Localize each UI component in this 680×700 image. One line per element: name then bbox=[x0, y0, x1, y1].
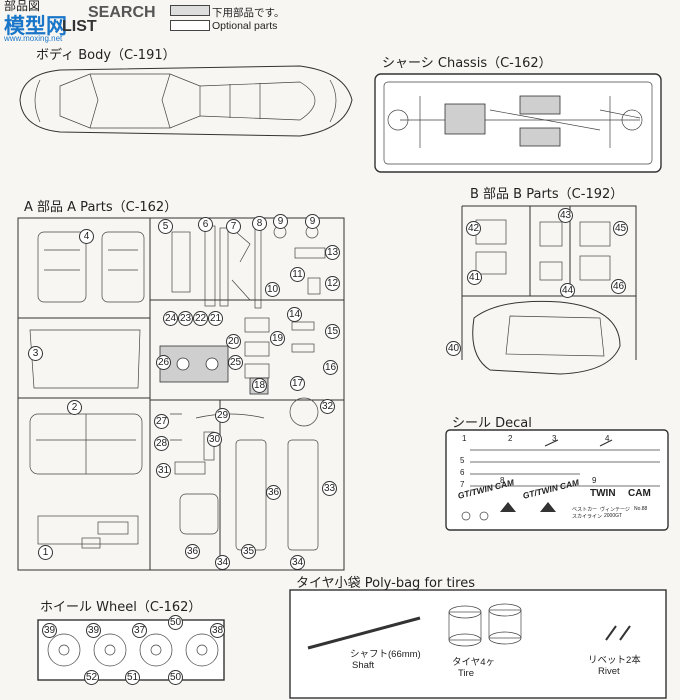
part-number: 4 bbox=[79, 229, 94, 244]
part-number: 46 bbox=[611, 279, 626, 294]
part-number: 11 bbox=[290, 267, 305, 282]
optional-swatch-outline bbox=[170, 20, 210, 31]
part-number: 34 bbox=[290, 555, 305, 570]
section-a-parts-title: A 部品 A Parts（C-162） bbox=[24, 200, 178, 215]
section-b-parts-title: B 部品 B Parts（C-192） bbox=[470, 187, 624, 202]
decal-number: 3 bbox=[552, 434, 557, 443]
part-number: 24 bbox=[163, 311, 178, 326]
watermark-cn: 模型网 bbox=[4, 14, 67, 38]
part-number: 37 bbox=[132, 623, 147, 638]
part-number: 17 bbox=[290, 376, 305, 391]
part-number: 33 bbox=[322, 481, 337, 496]
decal-number: 6 bbox=[460, 468, 465, 477]
decal-number: 9 bbox=[592, 476, 597, 485]
part-number: 7 bbox=[226, 219, 241, 234]
part-number: 3 bbox=[28, 346, 43, 361]
part-number: 31 bbox=[156, 463, 171, 478]
shaft-label-jp: シャフト(66mm) bbox=[350, 649, 421, 660]
header-list: LIST bbox=[62, 18, 97, 35]
rivet-label-jp: リベット2本 bbox=[588, 655, 641, 666]
part-number: 21 bbox=[208, 311, 223, 326]
part-number: 18 bbox=[252, 378, 267, 393]
part-number: 43 bbox=[558, 208, 573, 223]
decal-fine-2: ヴィンテージ bbox=[600, 507, 630, 513]
section-decal-title: シール Decal bbox=[452, 416, 532, 431]
section-tires-title: タイヤ小袋 Poly-bag for tires bbox=[296, 576, 475, 591]
body-drawing bbox=[19, 65, 353, 137]
chassis-drawing bbox=[374, 73, 662, 173]
part-number: 27 bbox=[154, 414, 169, 429]
part-number: 16 bbox=[323, 360, 338, 375]
part-number: 2 bbox=[67, 400, 82, 415]
part-number: 20 bbox=[226, 334, 241, 349]
part-number: 1 bbox=[38, 545, 53, 560]
watermark-url: www.moxing.net bbox=[4, 34, 63, 43]
part-number: 8 bbox=[252, 216, 267, 231]
part-number: 9 bbox=[305, 214, 320, 229]
part-number: 40 bbox=[446, 341, 461, 356]
optional-swatch bbox=[170, 5, 210, 16]
section-chassis-title: シャーシ Chassis（C-162） bbox=[382, 56, 552, 71]
part-number: 39 bbox=[42, 623, 57, 638]
part-number: 38 bbox=[210, 623, 225, 638]
part-number: 42 bbox=[466, 221, 481, 236]
optional-jp: 下用部品です。 bbox=[212, 7, 285, 19]
part-number: 9 bbox=[273, 214, 288, 229]
part-number: 36 bbox=[266, 485, 281, 500]
part-number: 12 bbox=[325, 276, 340, 291]
decal-fine-1: ベストカー bbox=[572, 507, 598, 513]
part-number: 32 bbox=[320, 399, 335, 414]
decal-number: 5 bbox=[460, 456, 465, 465]
decal-twin: TWIN bbox=[590, 488, 616, 499]
part-number: 29 bbox=[215, 408, 230, 423]
part-number: 6 bbox=[198, 217, 213, 232]
part-number: 25 bbox=[228, 355, 243, 370]
decal-number: 4 bbox=[605, 434, 610, 443]
part-number: 14 bbox=[287, 307, 302, 322]
shaft-label-en: Shaft bbox=[352, 660, 375, 671]
part-number: 51 bbox=[125, 670, 140, 685]
part-number: 15 bbox=[325, 324, 340, 339]
part-number: 50 bbox=[168, 615, 183, 630]
part-number: 22 bbox=[193, 311, 208, 326]
part-number: 26 bbox=[156, 355, 171, 370]
part-number: 30 bbox=[207, 432, 222, 447]
part-number: 39 bbox=[86, 623, 101, 638]
part-number: 36 bbox=[185, 544, 200, 559]
decal-number: 8 bbox=[500, 476, 505, 485]
part-number: 50 bbox=[168, 670, 183, 685]
part-number: 10 bbox=[265, 282, 280, 297]
tire-label-jp: タイヤ4ヶ bbox=[452, 657, 495, 668]
decal-cam: CAM bbox=[628, 488, 651, 499]
decal-fine-5: 2000GT bbox=[604, 513, 623, 519]
part-number: 23 bbox=[178, 311, 193, 326]
part-number: 52 bbox=[84, 670, 99, 685]
part-number: 19 bbox=[270, 331, 285, 346]
part-number: 35 bbox=[241, 544, 256, 559]
decal-fine-3: No.88 bbox=[634, 506, 648, 512]
header-title-left: 部品図 bbox=[4, 0, 41, 13]
decal-number: 2 bbox=[508, 434, 513, 443]
part-number: 34 bbox=[215, 555, 230, 570]
part-number: 5 bbox=[158, 219, 173, 234]
header-search: SEARCH bbox=[88, 4, 156, 21]
section-body-title: ボディ Body（C-191） bbox=[36, 48, 176, 63]
section-wheel-title: ホイール Wheel（C-162） bbox=[40, 600, 202, 615]
tire-label-en: Tire bbox=[458, 668, 475, 679]
decal-number: 7 bbox=[460, 480, 465, 489]
decal-fine-4: スカイライン bbox=[572, 514, 603, 520]
rivet-label-en: Rivet bbox=[598, 666, 620, 677]
decal-number: 1 bbox=[462, 434, 467, 443]
optional-en: Optional parts bbox=[212, 20, 278, 32]
part-number: 28 bbox=[154, 436, 169, 451]
part-number: 44 bbox=[560, 283, 575, 298]
part-number: 45 bbox=[613, 221, 628, 236]
part-number: 13 bbox=[325, 245, 340, 260]
part-number: 41 bbox=[467, 270, 482, 285]
